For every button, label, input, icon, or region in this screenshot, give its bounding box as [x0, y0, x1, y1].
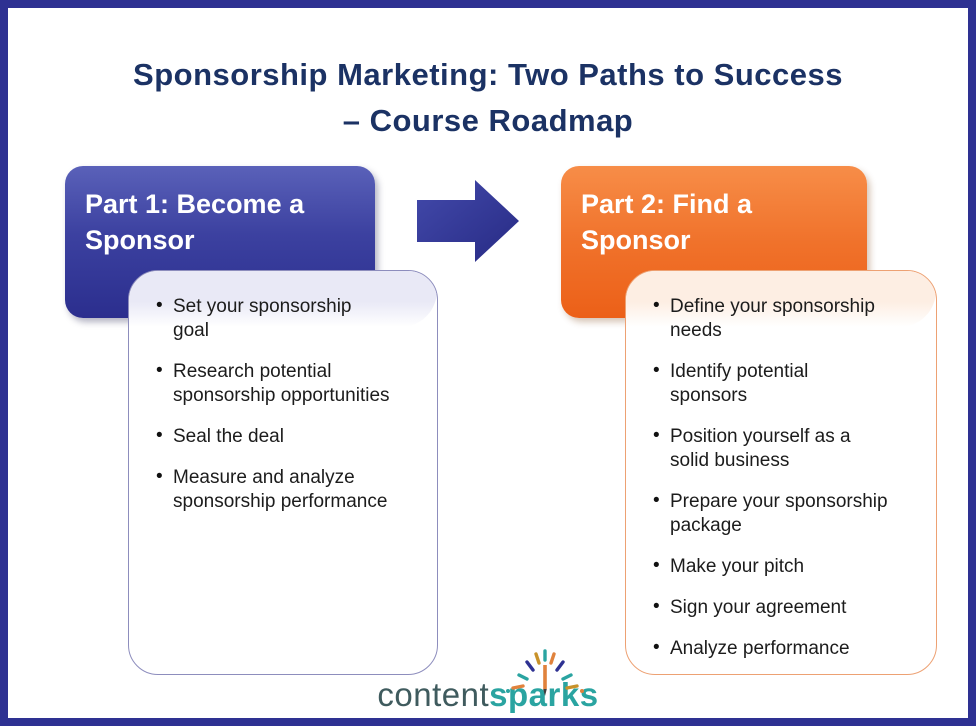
list-item: Define your sponsorship needs [653, 294, 888, 343]
spark-burst-icon [505, 649, 584, 696]
list-item: Make your pitch [653, 554, 888, 579]
part1-bullet-list: Set your sponsorship goal Research poten… [129, 271, 437, 514]
contentsparks-logo: contentsparks [8, 649, 968, 714]
list-item: Position yourself as a solid business [653, 424, 888, 473]
part2-bullet-list: Define your sponsorship needs Identify p… [626, 271, 936, 661]
part1-detail-box: Set your sponsorship goal Research poten… [128, 270, 438, 675]
list-item: Sign your agreement [653, 595, 888, 620]
list-item: Prepare your sponsorship package [653, 489, 888, 538]
page-title: Sponsorship Marketing: Two Paths to Succ… [8, 52, 968, 144]
part2-header-label: Part 2: Find a Sponsor [581, 189, 753, 255]
pencil-icon [542, 665, 547, 696]
list-item: Measure and analyze sponsorship performa… [156, 465, 391, 514]
title-line-1: Sponsorship Marketing: Two Paths to Succ… [133, 57, 843, 92]
list-item: Seal the deal [156, 424, 391, 449]
list-item: Set your sponsorship goal [156, 294, 391, 343]
list-item: Identify potential sponsors [653, 359, 888, 408]
part1-header-label: Part 1: Become a Sponsor [85, 189, 305, 255]
part2-detail-box: Define your sponsorship needs Identify p… [625, 270, 937, 675]
list-item: Analyze performance [653, 636, 888, 661]
logo-word-content: content [377, 676, 490, 713]
title-line-2: – Course Roadmap [342, 103, 634, 138]
right-arrow-icon [417, 180, 519, 262]
list-item: Research potential sponsorship opportuni… [156, 359, 391, 408]
